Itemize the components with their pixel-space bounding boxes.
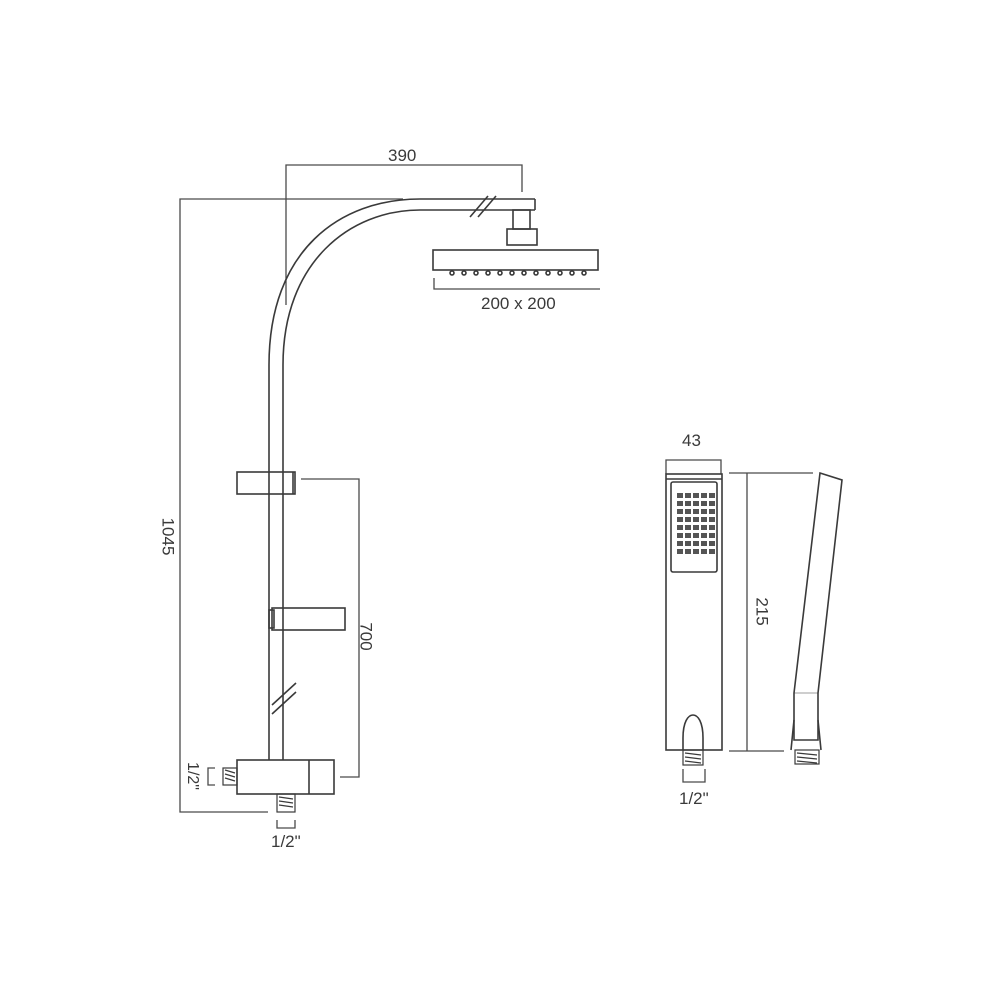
- bottom-valve-body: [207, 759, 335, 829]
- handset-side-view: [790, 471, 843, 765]
- rail-break-marks: [271, 682, 297, 715]
- upper-slider-bracket: [236, 471, 296, 495]
- label-handset-thread: 1/2": [679, 789, 709, 808]
- label-rail-length-700: 700: [356, 622, 376, 651]
- handset-front-view: [665, 459, 723, 783]
- overhead-shower-head: [432, 209, 600, 290]
- riser-arm: [268, 195, 536, 760]
- handset-holder-slider: [268, 607, 346, 631]
- dimension-1045-bracket: [179, 198, 403, 813]
- dimension-215-bracket: [729, 472, 813, 752]
- label-side-inlet-thread: 1/2": [183, 762, 201, 790]
- dimension-700-bracket: [301, 478, 360, 778]
- label-handset-length-215: 215: [752, 597, 772, 626]
- dimension-390-bracket: [285, 164, 523, 305]
- label-arm-reach-390: 390: [388, 146, 417, 165]
- label-head-size: 200 x 200: [481, 294, 556, 313]
- label-bottom-outlet-thread: 1/2": [271, 832, 301, 851]
- label-handset-width-43: 43: [682, 431, 701, 450]
- label-overall-height-1045: 1045: [158, 517, 178, 556]
